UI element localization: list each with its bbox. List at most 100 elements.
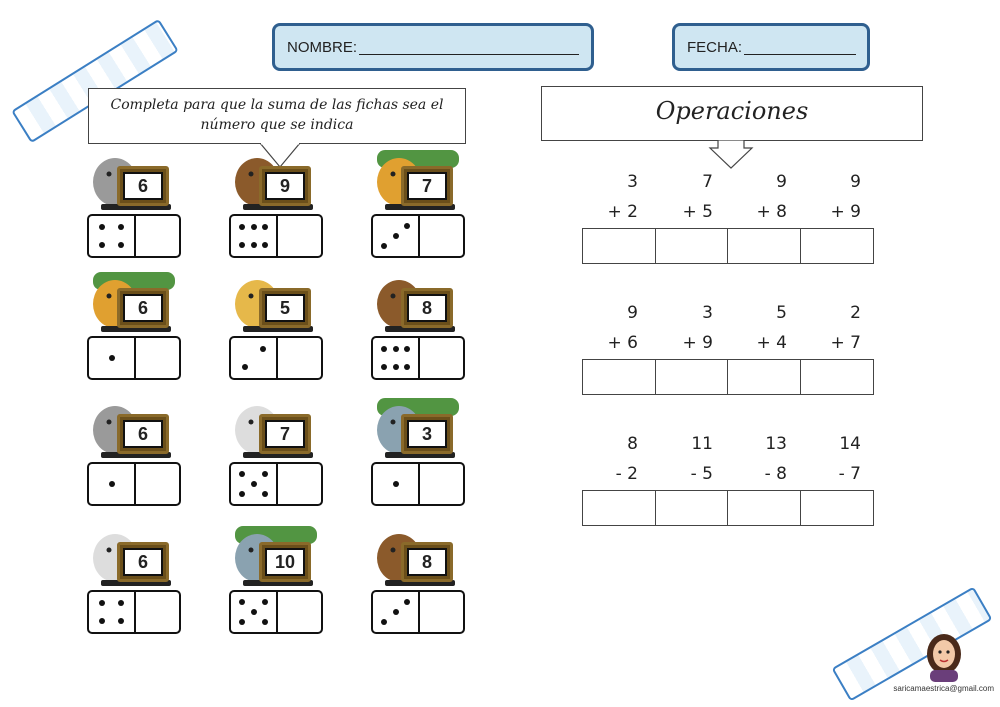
answer-box[interactable] — [727, 228, 802, 264]
operation-top-number: 3 — [702, 303, 713, 323]
domino-blank-half[interactable] — [136, 216, 179, 256]
target-number: 7 — [407, 172, 447, 200]
domino-pip — [250, 241, 257, 248]
domino-divider — [276, 338, 278, 378]
target-number: 6 — [123, 172, 163, 200]
operation-bottom-operand: - 5 — [690, 464, 713, 484]
answer-box[interactable] — [800, 490, 875, 526]
answer-box[interactable] — [654, 228, 729, 264]
answer-box[interactable] — [727, 359, 802, 395]
domino-blank-half[interactable] — [278, 216, 321, 256]
answer-box[interactable] — [582, 359, 656, 395]
operation-top-number: 8 — [627, 434, 638, 454]
domino-pip — [98, 600, 105, 607]
teacher-avatar-icon — [927, 634, 961, 682]
domino-blank-half[interactable] — [420, 338, 463, 378]
answer-row — [582, 228, 875, 264]
domino-tile — [229, 590, 323, 634]
answer-box[interactable] — [654, 490, 729, 526]
domino-blank-half[interactable] — [420, 464, 463, 504]
domino-blank-half[interactable] — [278, 464, 321, 504]
operation-top-number: 14 — [839, 434, 861, 454]
domino-divider — [134, 464, 136, 504]
domino-tile — [229, 214, 323, 258]
answer-box[interactable] — [727, 490, 802, 526]
answer-box[interactable] — [582, 490, 656, 526]
target-number: 6 — [123, 420, 163, 448]
domino-divider — [418, 592, 420, 632]
operation-bottom-operand: - 8 — [764, 464, 787, 484]
domino-instructions-callout: Completa para que la suma de las fichas … — [88, 88, 466, 144]
domino-pip — [403, 346, 410, 353]
domino-blank-half[interactable] — [278, 592, 321, 632]
target-number: 6 — [123, 548, 163, 576]
domino-blank-half[interactable] — [136, 464, 179, 504]
domino-divider — [134, 592, 136, 632]
domino-blank-half[interactable] — [278, 338, 321, 378]
domino-pip — [250, 224, 257, 231]
name-blank-line[interactable] — [359, 40, 580, 55]
domino-blank-half[interactable] — [420, 216, 463, 256]
operation-top-number: 5 — [776, 303, 787, 323]
target-screen: 3 — [401, 414, 453, 454]
name-field-box[interactable]: NOMBRE: — [272, 23, 594, 71]
target-number: 3 — [407, 420, 447, 448]
domino-pip — [118, 224, 125, 231]
operation-bottom-operand: + 9 — [682, 333, 713, 353]
domino-divider — [134, 338, 136, 378]
name-label: NOMBRE: — [287, 38, 358, 56]
date-blank-line[interactable] — [744, 40, 857, 55]
operation-top-number: 9 — [627, 303, 638, 323]
instruction-line-1: Completa para que la suma de las fichas … — [110, 97, 444, 113]
domino-pip — [241, 363, 248, 370]
target-screen: 6 — [117, 166, 169, 206]
operation-bottom-operand: + 8 — [756, 202, 787, 222]
domino-tile — [87, 590, 181, 634]
target-screen: 8 — [401, 288, 453, 328]
domino-tile — [371, 590, 465, 634]
answer-box[interactable] — [582, 228, 656, 264]
domino-pip — [118, 600, 125, 607]
domino-pip — [403, 223, 410, 229]
domino-divider — [276, 592, 278, 632]
domino-pip — [392, 346, 399, 353]
operation-bottom-operand: - 2 — [615, 464, 638, 484]
domino-divider — [418, 216, 420, 256]
domino-pip — [261, 599, 268, 605]
date-field-box[interactable]: FECHA: — [672, 23, 870, 71]
domino-pip — [392, 363, 399, 370]
target-screen: 10 — [259, 542, 311, 582]
domino-pip — [381, 243, 388, 249]
domino-blank-half[interactable] — [420, 592, 463, 632]
target-number: 7 — [265, 420, 305, 448]
answer-box[interactable] — [800, 228, 875, 264]
instruction-line-2: número que se indica — [200, 117, 354, 133]
domino-pip — [239, 491, 246, 497]
domino-tile — [371, 336, 465, 380]
operation-bottom-operand: - 7 — [838, 464, 861, 484]
domino-divider — [418, 338, 420, 378]
answer-box[interactable] — [654, 359, 729, 395]
operation-bottom-operand: + 4 — [756, 333, 787, 353]
target-number: 10 — [265, 548, 305, 576]
target-screen: 6 — [117, 288, 169, 328]
domino-pip — [261, 241, 268, 248]
domino-pip — [239, 599, 246, 605]
domino-tile — [371, 462, 465, 506]
domino-pip — [118, 617, 125, 624]
answer-box[interactable] — [800, 359, 875, 395]
domino-pip — [239, 471, 246, 477]
domino-pip — [261, 491, 268, 497]
domino-tile — [87, 214, 181, 258]
domino-pip — [239, 224, 246, 231]
domino-pip — [381, 619, 388, 625]
operation-top-number: 3 — [627, 172, 638, 192]
domino-pip — [250, 609, 257, 615]
domino-blank-half[interactable] — [136, 592, 179, 632]
domino-divider — [418, 464, 420, 504]
domino-blank-half[interactable] — [136, 338, 179, 378]
operation-top-number: 13 — [765, 434, 787, 454]
operation-bottom-operand: + 5 — [682, 202, 713, 222]
domino-tile — [229, 462, 323, 506]
callout-pointer-left — [259, 143, 301, 168]
